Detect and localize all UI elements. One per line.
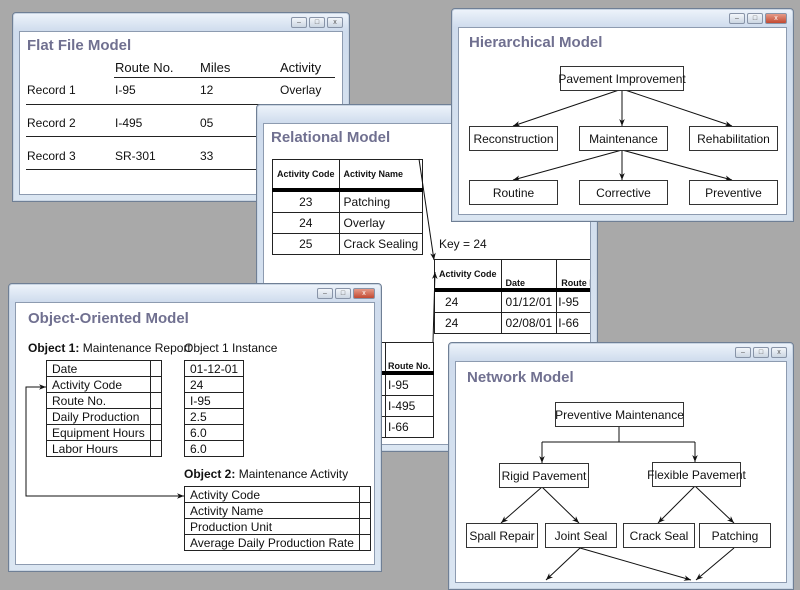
window-title: Flat File Model <box>27 37 131 54</box>
node: Rehabilitation <box>689 126 778 151</box>
maximize-button[interactable]: □ <box>747 13 763 24</box>
node: Patching <box>699 523 771 548</box>
window-controls: – □ x <box>729 13 787 24</box>
node: Joint Seal <box>545 523 617 548</box>
window-content: Network Model Preventive Maintenance Rig… <box>455 361 787 583</box>
close-button[interactable]: x <box>353 288 375 299</box>
network-window: – □ x Network Model Preventive Maintenan… <box>448 342 794 590</box>
arrow <box>580 548 691 580</box>
record-route: I-495 <box>115 116 142 130</box>
arrow <box>501 487 542 523</box>
header-miles: Miles <box>200 60 230 75</box>
record-miles: 33 <box>200 149 213 163</box>
node: Crack Seal <box>623 523 695 548</box>
record-label: Record 2 <box>27 116 76 130</box>
node: Spall Repair <box>466 523 538 548</box>
arrow <box>542 487 579 523</box>
node: Preventive <box>689 180 778 205</box>
arrow <box>513 89 622 126</box>
arrow <box>658 486 695 523</box>
header-activity: Activity <box>280 60 321 75</box>
window-controls: – □ x <box>291 17 343 28</box>
header-route: Route No. <box>115 60 174 75</box>
record-route: SR-301 <box>115 149 156 163</box>
record-miles: 12 <box>200 83 213 97</box>
node: Routine <box>469 180 558 205</box>
arrow <box>622 89 732 126</box>
connector <box>542 425 695 442</box>
arrow <box>419 159 434 260</box>
node: Reconstruction <box>469 126 558 151</box>
node-root: Pavement Improvement <box>560 66 684 91</box>
node: Corrective <box>579 180 668 205</box>
minimize-button[interactable]: – <box>317 288 333 299</box>
node: Flexible Pavement <box>652 462 741 487</box>
window-controls: – □ x <box>735 347 787 358</box>
close-button[interactable]: x <box>765 13 787 24</box>
arrow <box>513 150 622 180</box>
window-controls: – □ x <box>317 288 375 299</box>
record-miles: 05 <box>200 116 213 130</box>
arrow <box>433 272 435 342</box>
window-content: Object-Oriented Model Object 1: Maintena… <box>15 302 375 565</box>
window-content: Hierarchical Model Pavement Improvement … <box>458 27 787 215</box>
minimize-button[interactable]: – <box>729 13 745 24</box>
hierarchical-window: – □ x Hierarchical Model Pavement Improv… <box>451 8 794 222</box>
node: Maintenance <box>579 126 668 151</box>
record-activity: Overlay <box>280 83 321 97</box>
maximize-button[interactable]: □ <box>753 347 769 358</box>
maximize-button[interactable]: □ <box>309 17 325 28</box>
arrow <box>26 387 184 496</box>
record-label: Record 1 <box>27 83 76 97</box>
node-root: Preventive Maintenance <box>555 402 684 427</box>
minimize-button[interactable]: – <box>291 17 307 28</box>
link-arrow <box>16 303 375 565</box>
arrow <box>622 150 732 180</box>
record-route: I-95 <box>115 83 136 97</box>
divider <box>114 77 335 78</box>
minimize-button[interactable]: – <box>735 347 751 358</box>
arrow <box>546 548 580 580</box>
maximize-button[interactable]: □ <box>335 288 351 299</box>
arrow <box>696 548 734 580</box>
close-button[interactable]: x <box>327 17 343 28</box>
object-oriented-window: – □ x Object-Oriented Model Object 1: Ma… <box>8 283 382 572</box>
node: Rigid Pavement <box>499 463 589 488</box>
arrow <box>695 486 734 523</box>
close-button[interactable]: x <box>771 347 787 358</box>
record-label: Record 3 <box>27 149 76 163</box>
